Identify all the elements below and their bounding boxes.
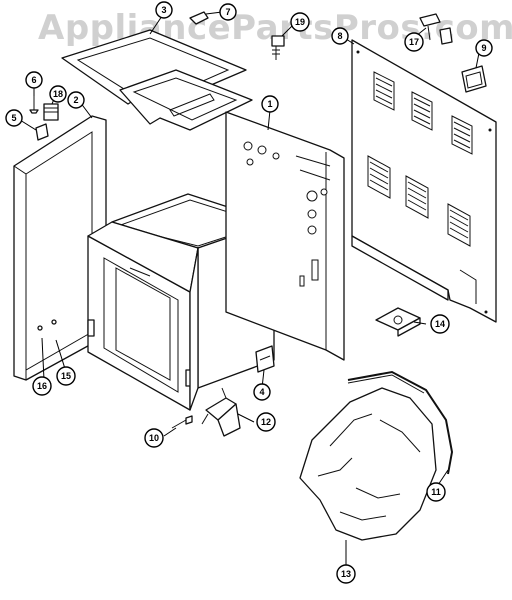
part-9-pad[interactable] <box>461 65 487 93</box>
callout-11[interactable]: 11 <box>426 482 446 502</box>
part-19-knob[interactable] <box>271 35 285 60</box>
callout-2[interactable]: 2 <box>67 91 85 109</box>
callout-5[interactable]: 5 <box>5 109 23 127</box>
callout-label: 9 <box>481 43 486 53</box>
callout-16[interactable]: 16 <box>32 376 52 396</box>
part-10-screw[interactable] <box>171 415 193 429</box>
part-13-insulation[interactable] <box>299 387 437 541</box>
part-8-rear-panel[interactable] <box>351 39 497 323</box>
part-12-latch[interactable] <box>201 387 241 437</box>
callout-label: 7 <box>225 7 230 17</box>
callout-label: 15 <box>61 371 71 381</box>
callout-3[interactable]: 3 <box>155 1 173 19</box>
callout-label: 16 <box>37 381 47 391</box>
callout-8[interactable]: 8 <box>331 27 349 45</box>
part-6-screw[interactable] <box>29 96 39 114</box>
part-11-gasket[interactable] <box>347 370 454 475</box>
callout-18[interactable]: 18 <box>49 85 67 103</box>
callout-7[interactable]: 7 <box>219 3 237 21</box>
part-18-bracket[interactable] <box>43 103 59 121</box>
part-4-bracket[interactable] <box>255 345 275 373</box>
callout-label: 11 <box>431 487 441 497</box>
callout-13[interactable]: 13 <box>336 564 356 584</box>
callout-15[interactable]: 15 <box>56 366 76 386</box>
callout-label: 1 <box>267 99 272 109</box>
part-3-top-panel[interactable] <box>61 29 253 131</box>
callout-label: 14 <box>435 319 445 329</box>
callout-label: 10 <box>149 433 159 443</box>
callout-17[interactable]: 17 <box>404 32 424 52</box>
part-5-block[interactable] <box>35 123 49 141</box>
part-7-clip[interactable] <box>189 11 209 25</box>
callout-6[interactable]: 6 <box>25 71 43 89</box>
callout-label: 8 <box>337 31 342 41</box>
callout-14[interactable]: 14 <box>430 314 450 334</box>
part-14-bracket[interactable] <box>375 307 421 337</box>
callout-label: 18 <box>53 89 63 99</box>
callout-label: 2 <box>73 95 78 105</box>
callout-4[interactable]: 4 <box>253 383 271 401</box>
svg-text:19: 19 <box>295 17 305 27</box>
callout-label: 6 <box>31 75 36 85</box>
callout-9[interactable]: 9 <box>475 39 493 57</box>
part-1-side-panel[interactable] <box>225 111 345 361</box>
callout-19[interactable]: 19 <box>290 12 310 32</box>
callout-10[interactable]: 10 <box>144 428 164 448</box>
callout-12[interactable]: 12 <box>256 412 276 432</box>
callout-1[interactable]: 1 <box>261 95 279 113</box>
callout-label: 13 <box>341 569 351 579</box>
callout-label: 4 <box>259 387 264 397</box>
callout-label: 12 <box>261 417 271 427</box>
callout-label: 17 <box>409 37 419 47</box>
callout-label: 3 <box>161 5 166 15</box>
callout-label: 5 <box>11 113 16 123</box>
part-17-hardware[interactable] <box>419 13 453 45</box>
